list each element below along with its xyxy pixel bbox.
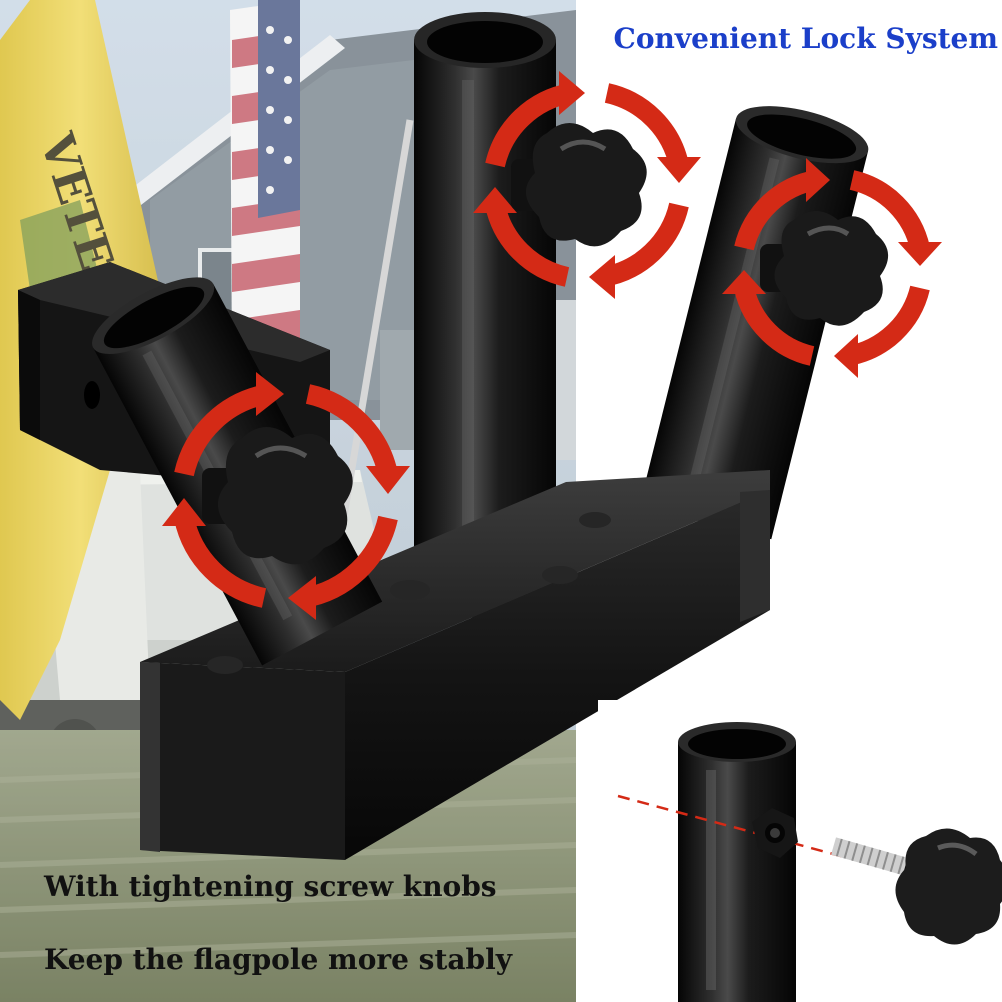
middle-knob-with-arrows <box>473 71 701 299</box>
right-knob-with-arrows <box>722 158 942 378</box>
hitch-mount <box>18 12 869 860</box>
left-knob-with-arrows <box>162 372 410 620</box>
caption-tightening-knobs: With tightening screw knobs <box>44 870 497 903</box>
weld-nut-icon <box>752 808 798 858</box>
rotate-arrows-icon <box>174 384 398 608</box>
caption-stability: Keep the flagpole more stably <box>44 943 513 976</box>
rotate-arrows-icon <box>485 83 689 287</box>
star-knob-icon <box>895 828 1002 945</box>
headline: Convenient Lock System <box>613 22 998 55</box>
star-knob-icon <box>202 427 353 565</box>
knob-detail-inset <box>598 700 1002 1002</box>
star-knob-icon <box>511 123 647 247</box>
rotate-arrows-icon <box>734 170 930 366</box>
threaded-screw <box>831 837 913 877</box>
star-knob-icon <box>760 211 889 326</box>
